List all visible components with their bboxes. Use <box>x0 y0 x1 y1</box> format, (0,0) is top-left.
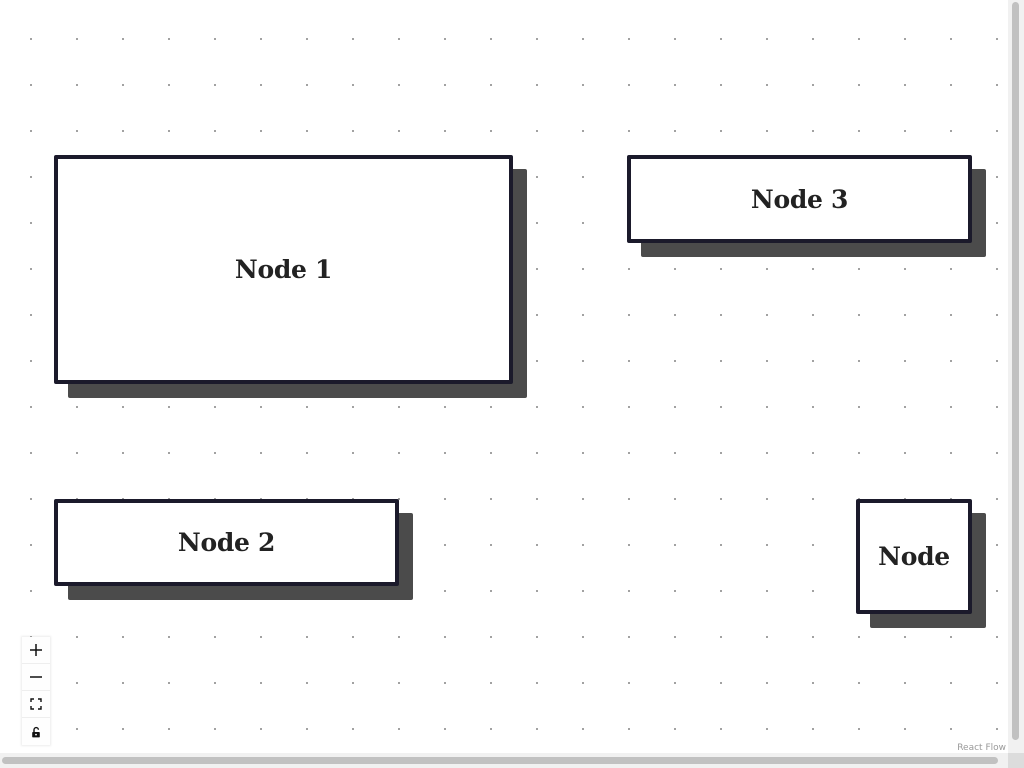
node-label: Node <box>878 542 950 571</box>
node-label: Node 1 <box>234 255 333 284</box>
fit-view-icon <box>30 698 42 710</box>
horizontal-scrollbar[interactable] <box>0 753 1008 768</box>
scrollbar-corner <box>1008 753 1024 768</box>
node-label: Node 3 <box>750 184 849 214</box>
flow-node-4[interactable]: Node <box>856 499 972 614</box>
zoom-out-button[interactable] <box>22 664 50 691</box>
flow-node-1[interactable]: Node 1 <box>54 155 513 384</box>
flow-controls <box>22 637 50 745</box>
plus-icon <box>30 644 42 656</box>
toggle-interactivity-button[interactable] <box>22 718 50 745</box>
vertical-scrollbar-thumb[interactable] <box>1012 2 1019 740</box>
attribution-link[interactable]: React Flow <box>953 741 1008 753</box>
lock-icon <box>32 726 40 737</box>
flow-node-3[interactable]: Node 3 <box>627 155 972 243</box>
vertical-scrollbar[interactable] <box>1008 0 1024 768</box>
node-label: Node 2 <box>177 528 276 557</box>
flow-canvas[interactable]: Node 1 Node 2 Node 3 Node <box>0 0 1008 753</box>
flow-node-2[interactable]: Node 2 <box>54 499 399 586</box>
minus-icon <box>30 676 42 678</box>
fit-view-button[interactable] <box>22 691 50 718</box>
zoom-in-button[interactable] <box>22 637 50 664</box>
horizontal-scrollbar-thumb[interactable] <box>2 757 998 764</box>
